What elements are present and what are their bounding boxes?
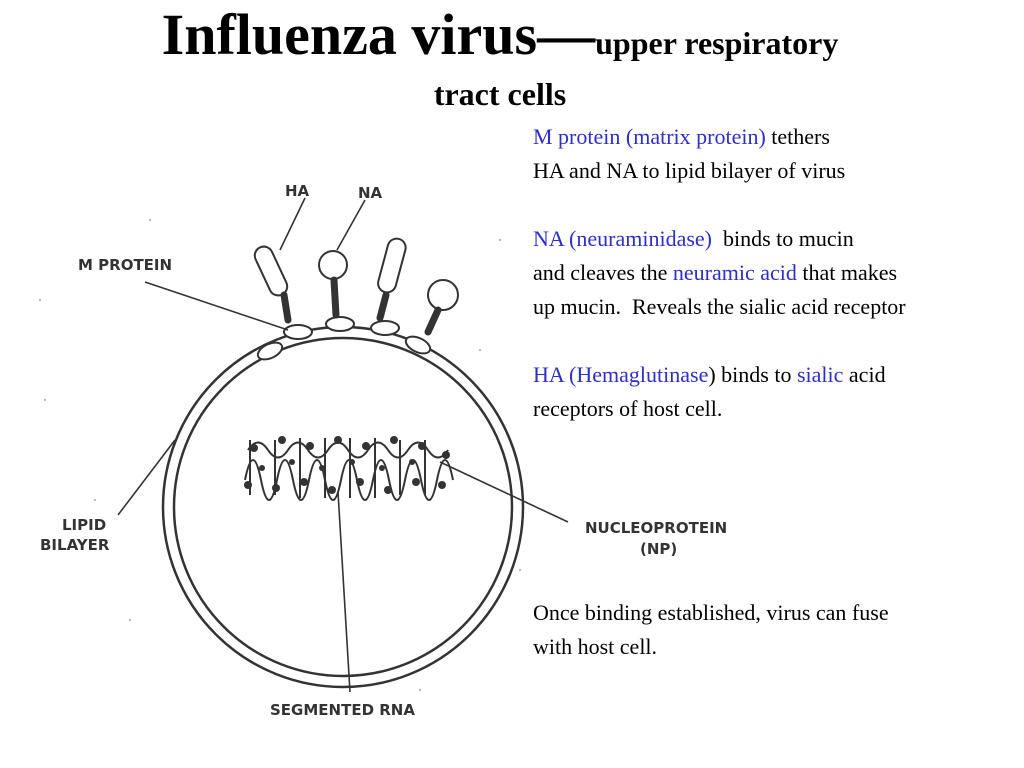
note-neuraminidase: NA (neuraminidase) binds to mucin and cl…	[533, 222, 1023, 324]
title-main: Influenza virus—	[161, 2, 596, 67]
label-nucleoprotein-line1: NUCLEOPROTEIN	[585, 519, 727, 537]
title-line2: tract cells	[433, 76, 567, 112]
note-na-line2-pre: and cleaves the	[533, 260, 673, 285]
influenza-virus-diagram: HA NA M PROTEIN LIPID BILAYER NUCLEOPROT…	[38, 182, 727, 719]
label-nucleoprotein-line2: (NP)	[640, 540, 677, 558]
note-fusion-line1: Once binding established, virus can fuse	[533, 600, 889, 625]
title-sub: upper respiratory	[595, 25, 839, 61]
label-ha: HA	[285, 182, 310, 200]
note-m-protein: M protein (matrix protein) tethers HA an…	[533, 120, 1023, 188]
na-spikes	[318, 250, 459, 336]
lipid-bilayer-outer	[161, 325, 525, 689]
note-na-rest: binds to mucin	[712, 226, 854, 251]
note-ha-sialic: sialic	[796, 362, 844, 387]
slide-title: Influenza virus—upper respiratory tract …	[0, 6, 1000, 112]
label-lipid-line2: BILAYER	[40, 536, 110, 554]
note-ha-term: HA (Hemaglutinase	[533, 362, 709, 387]
ha-spikes	[253, 237, 407, 324]
note-m-protein-rest: tethers	[765, 124, 830, 149]
note-ha-mid: ) binds to	[708, 362, 797, 387]
note-hemagglutinin: HA (Hemaglutinase) binds to sialic acid …	[533, 358, 1023, 426]
leader-lines	[117, 197, 569, 693]
m-protein-ovals	[256, 316, 432, 361]
note-fusion: Once binding established, virus can fuse…	[533, 596, 1023, 664]
label-na: NA	[358, 184, 383, 202]
segmented-rna-coils	[244, 438, 454, 501]
note-na-neuramic: neuramic acid	[672, 260, 797, 285]
note-m-protein-term: M protein (matrix protein)	[533, 124, 766, 149]
lipid-bilayer-inner	[172, 336, 514, 678]
background-specks	[38, 218, 522, 692]
label-segmented-rna: SEGMENTED RNA	[270, 701, 415, 719]
nucleoprotein-beads	[244, 436, 450, 494]
note-na-term: NA (neuraminidase)	[533, 226, 712, 251]
note-na-line2-post: that makes	[796, 260, 898, 285]
note-ha-post: acid	[843, 362, 886, 387]
note-m-protein-line2: HA and NA to lipid bilayer of virus	[533, 158, 846, 183]
label-m-protein: M PROTEIN	[78, 256, 172, 274]
note-na-line3: up mucin. Reveals the sialic acid recept…	[533, 294, 906, 319]
note-ha-line2: receptors of host cell.	[533, 396, 723, 421]
label-lipid-line1: LIPID	[62, 516, 106, 534]
note-fusion-line2: with host cell.	[533, 634, 658, 659]
